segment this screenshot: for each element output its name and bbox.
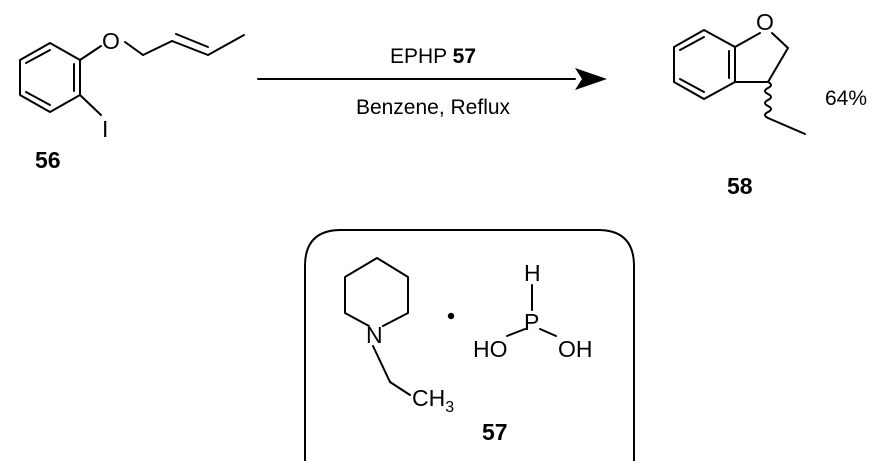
methyl-group: CH3 xyxy=(412,385,454,416)
reactant-c-i-bond xyxy=(79,94,102,116)
conditions-text: Benzene, Reflux xyxy=(356,96,511,119)
product-ethyl-bond xyxy=(767,117,806,135)
salt-dot-icon xyxy=(447,312,455,320)
reactant-terminal-methyl-bond xyxy=(207,34,245,56)
reactant-ring-double-bond xyxy=(25,49,51,64)
reactant-ring-double-bond xyxy=(25,91,51,106)
reaction-arrow: EPHP 57 Benzene, Reflux xyxy=(257,45,607,119)
product-c-o-bond xyxy=(734,32,761,48)
ho-p-bond xyxy=(506,328,526,337)
reagent-box-57: N CH3 H P HO OH 57 xyxy=(304,229,635,461)
product-benzene-ring xyxy=(673,29,736,100)
reactant-56: O I 56 xyxy=(19,28,245,173)
reagent-ref: 57 xyxy=(453,45,476,68)
reactant-o-ch2-bond xyxy=(124,41,144,56)
arrow-head xyxy=(575,68,607,90)
p-oh-bond xyxy=(539,328,557,337)
hydroxyl-right: OH xyxy=(558,336,593,362)
reactant-c-o-bond xyxy=(79,45,102,61)
product-ring-double-bond xyxy=(679,78,705,93)
ethyl-ch3-bond xyxy=(389,381,411,396)
hydrogen-atom: H xyxy=(524,260,541,286)
product-ch2-ch-bond xyxy=(767,47,789,83)
reactant-label: 56 xyxy=(35,147,61,173)
hydroxyl-left: HO xyxy=(473,336,508,362)
product-o-ch2-bond xyxy=(771,32,789,49)
reagent-text: EPHP 57 xyxy=(390,45,476,68)
product-label: 58 xyxy=(727,173,753,199)
reagent-box-label: 57 xyxy=(482,419,508,445)
piperidine-ring xyxy=(344,257,409,327)
methyl-ch: CH xyxy=(412,385,445,411)
reactant-iodine-atom: I xyxy=(102,116,108,142)
product-ring-double-bond xyxy=(679,36,705,51)
product-oxygen-atom: O xyxy=(756,9,774,35)
product-yield: 64% xyxy=(825,87,867,110)
reagent-name: EPHP xyxy=(390,45,447,68)
phosphorus-atom: P xyxy=(524,309,539,335)
methyl-subscript: 3 xyxy=(445,399,454,416)
reactant-alkene-second-bond xyxy=(175,33,209,48)
reactant-benzene-ring xyxy=(19,42,81,113)
nitrogen-atom: N xyxy=(366,322,383,348)
product-58: O 64% 58 xyxy=(673,9,867,199)
reactant-oxygen-atom: O xyxy=(102,28,120,54)
reactant-chain-bond xyxy=(142,40,173,56)
product-wavy-bond xyxy=(764,81,772,119)
reagent-box-frame xyxy=(304,229,635,461)
reactant-alkene-bond xyxy=(171,40,209,56)
n-ethyl-bond xyxy=(372,345,391,383)
